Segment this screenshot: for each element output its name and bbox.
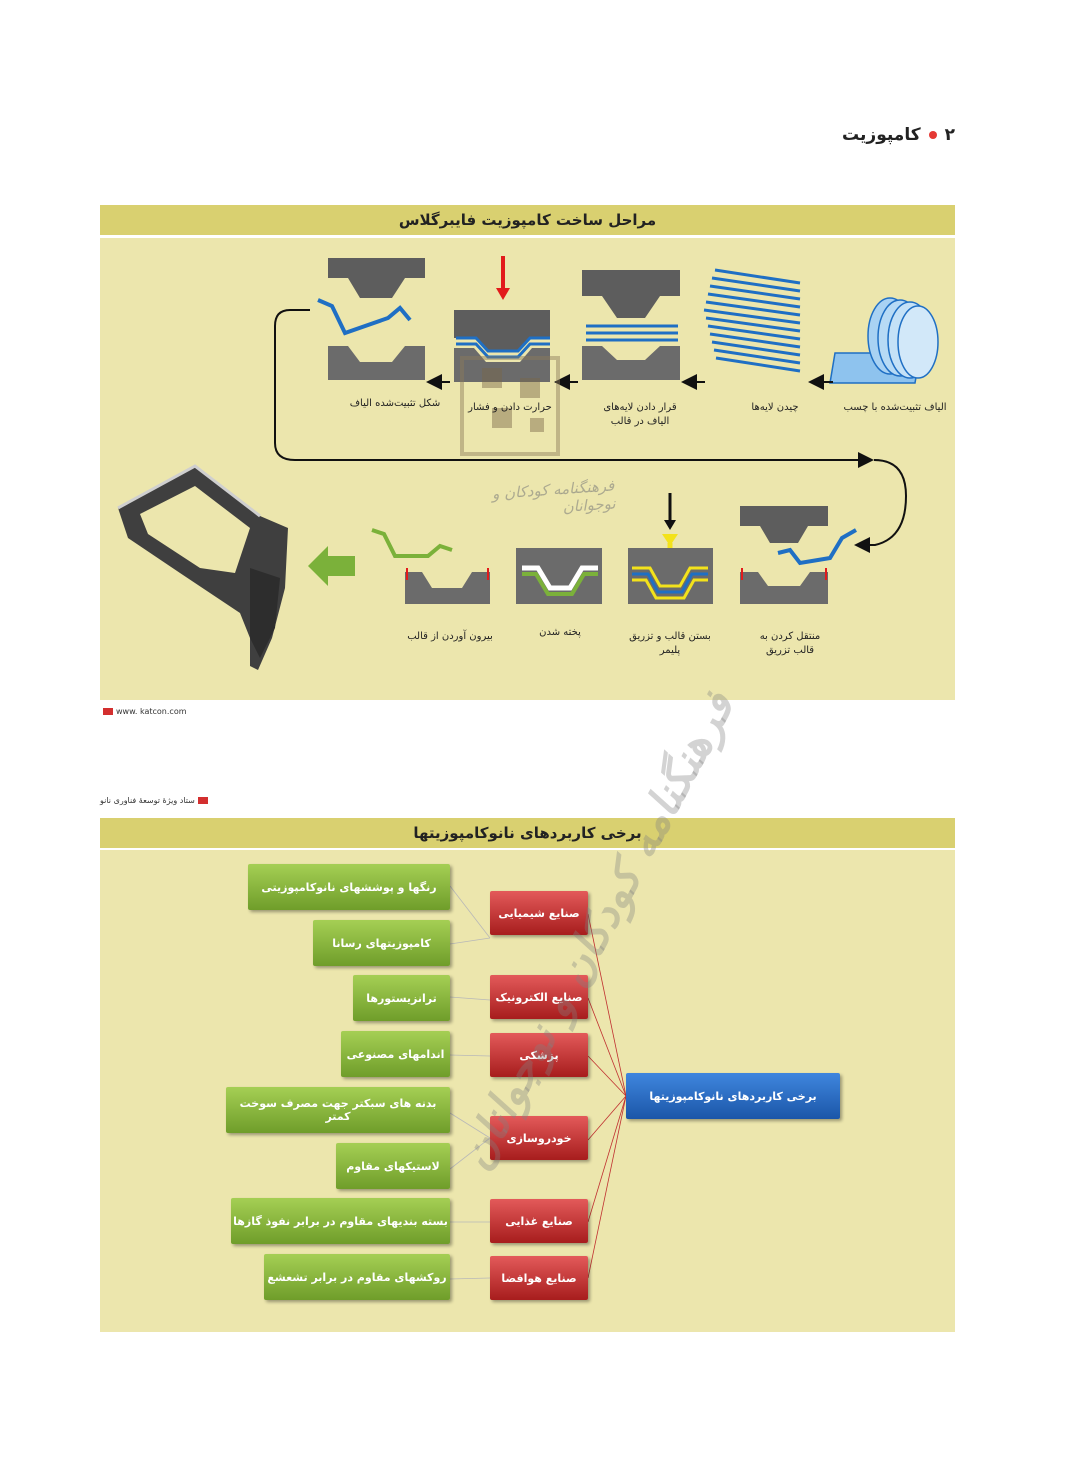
section2-title: برخی کاربردهای نانوکامپوزیتها [413,824,642,842]
root-box: برخی کاربردهای نانوکامپوزیتها [626,1073,840,1119]
car-tailgate-icon [117,464,288,670]
step-caption: شکل تثبیت‌شده الیاف [349,398,441,409]
application-item: روکشهای مقاوم در برابر تشعشع [264,1254,450,1300]
shaped-fiber-mold-icon [317,258,425,380]
loop-arrow-icon [274,309,874,468]
source-marker-icon [197,797,208,804]
application-item: اندامهای مصنوعی [341,1031,450,1077]
category-box: پزشکی [490,1033,588,1077]
fiberglass-process-diagram [117,256,939,670]
application-item: بسته بندیهای مقاوم در برابر نفوذ گازها [231,1198,450,1244]
applications-connectors [449,885,627,1280]
category-box: صنایع شیمیایی [490,891,588,935]
section2-title-bar: برخی کاربردهای نانوکامپوزیتها [100,818,955,851]
fiber-roll-icon [829,297,939,384]
loop-arrow-icon [854,459,908,553]
transfer-mold-icon [740,506,857,604]
page-title: کامپوزیت [842,125,921,145]
source-marker-icon [103,708,113,715]
step-caption: چیدن لایه‌ها [751,402,799,413]
green-arrow-icon [308,546,355,586]
step-caption: الیاف تثبیت‌شده با چسب [843,402,947,413]
demold-icon [371,528,490,604]
category-box: صنایع غذایی [490,1199,588,1243]
application-item: رنگها و پوششهای نانوکامپوزیتی [248,864,450,910]
step-caption: بیرون آوردن از قالب [407,631,493,642]
curing-mold-icon [516,548,602,604]
stacked-layers-icon [703,268,801,373]
step-caption: حرارت دادن و فشار [468,402,552,413]
inject-polymer-icon [628,493,713,604]
heat-press-icon [454,256,550,382]
category-box: صنایع الکترونیک [490,975,588,1019]
application-item: ترانزیستورها [353,975,450,1021]
source-credit: ستاد ویژهٔ توسعهٔ فناوری نانو [100,796,208,805]
category-box: خودروسازی [490,1116,588,1160]
step-caption: پخته شدن [539,627,581,638]
application-item: لاستیکهای مقاوم [336,1143,450,1189]
watermark-stamp-icon [460,356,560,456]
mold-with-layers-icon [582,270,680,380]
bullet-dot-icon [928,131,937,139]
category-box: صنایع هوافضا [490,1256,588,1300]
section1-title: مراحل ساخت کامپوزیت فایبرگلاس [398,211,657,229]
page-number: ۲ [944,125,955,145]
application-item: کامپوزیتهای رسانا [313,920,450,966]
application-item: بدنه های سبکتر جهت مصرف سوخت کمتر [226,1087,450,1133]
source-credit: www. katcon.com [103,707,187,716]
page-header: ۲ کامپوزیت [842,125,955,145]
section1-title-bar: مراحل ساخت کامپوزیت فایبرگلاس [100,205,955,238]
